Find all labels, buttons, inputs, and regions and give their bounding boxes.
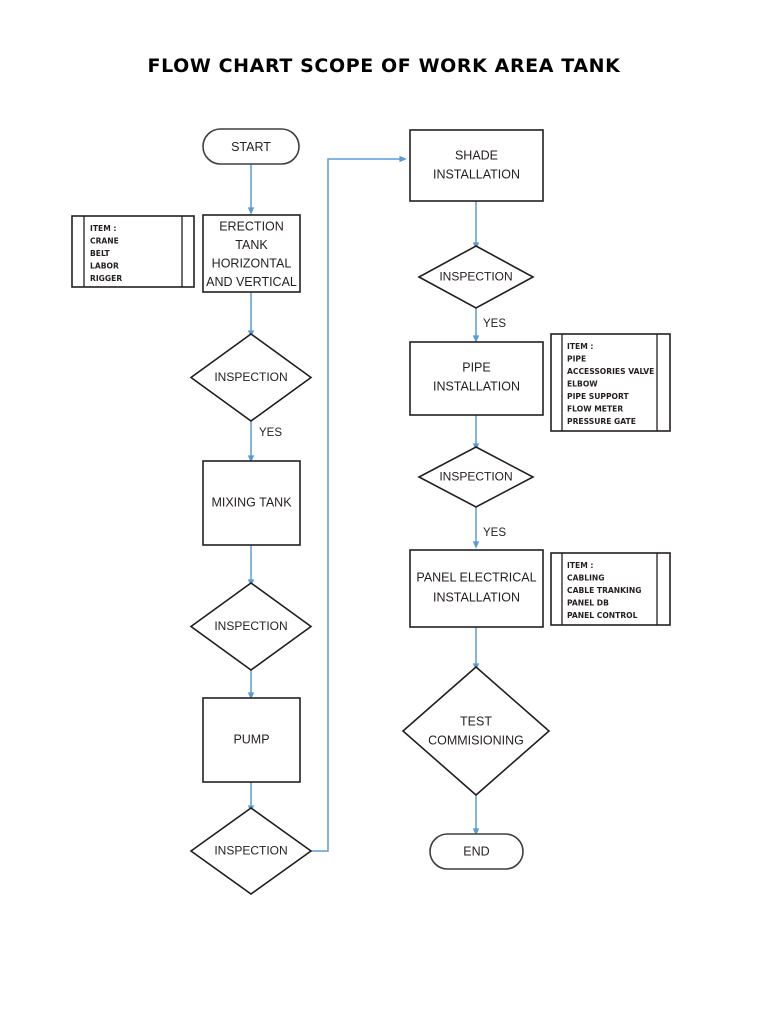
node-pipe-installation[interactable]: PIPE INSTALLATION (409, 341, 544, 416)
page-title: FLOW CHART SCOPE OF WORK AREA TANK (147, 55, 621, 77)
panel-item-line: PANEL CONTROL (567, 611, 638, 620)
pipe-label-line2: INSTALLATION (433, 379, 520, 393)
panel-item-line: PANEL DB (567, 599, 609, 608)
pump-shape (202, 697, 301, 783)
panel-item-line: ITEM : (567, 561, 593, 570)
test-label-line2: COMMISIONING (428, 733, 524, 747)
pipe-item-line: FLOW METER (567, 405, 623, 414)
test-shape (401, 665, 551, 797)
pipe-item-line: ACCESSORIES VALVE (567, 367, 654, 376)
erection-items-shape (71, 215, 195, 288)
item-box-pipe: ITEM : PIPE ACCESSORIES VALVE ELBOW PIPE… (550, 333, 671, 432)
edge-label-yes-3: YES (483, 527, 506, 539)
erection-item-line: LABOR (90, 262, 119, 271)
panel-shape (409, 549, 544, 628)
test-label-line1: TEST (460, 714, 492, 728)
item-box-erection: ITEM : CRANE BELT LABOR RIGGER (71, 215, 195, 288)
edge-label-yes-1: YES (259, 427, 282, 439)
node-test-commisioning[interactable]: TEST COMMISIONING (401, 665, 551, 797)
node-pump[interactable]: PUMP (202, 697, 301, 783)
mixing-shape (202, 460, 301, 546)
pipe-item-line: PRESSURE GATE (567, 417, 636, 426)
inspection5-shape (417, 446, 535, 508)
panel-label-line1: PANEL ELECTRICAL (416, 570, 536, 584)
inspection1-label: INSPECTION (214, 370, 287, 384)
erection-item-line: ITEM : (90, 224, 116, 233)
erection-item-line: CRANE (90, 237, 119, 246)
node-inspection-1[interactable]: INSPECTION (189, 333, 313, 422)
node-inspection-4[interactable]: INSPECTION (417, 245, 535, 309)
panel-item-line: CABLE TRANKING (567, 586, 641, 595)
erection-item-line: BELT (90, 249, 111, 258)
panel-items-shape (550, 552, 671, 626)
erection-shape (202, 214, 301, 293)
pump-label: PUMP (233, 732, 269, 746)
pipe-item-line: ITEM : (567, 342, 593, 351)
edge-label-yes-2: YES (483, 318, 506, 330)
pipe-item-line: PIPE SUPPORT (567, 392, 630, 401)
node-mixing-tank[interactable]: MIXING TANK (202, 460, 301, 546)
pipe-item-line: PIPE (567, 355, 586, 364)
pipe-shape (409, 341, 544, 416)
inspection3-shape (189, 807, 313, 895)
end-shape (429, 833, 524, 870)
start-label: START (231, 140, 271, 154)
node-erection-tank[interactable]: ERECTION TANK HORIZONTAL AND VERTICAL (202, 214, 301, 293)
mixing-label: MIXING TANK (211, 495, 292, 509)
inspection3-label: INSPECTION (214, 844, 287, 858)
inspection2-label: INSPECTION (214, 619, 287, 633)
pipe-label-line1: PIPE (462, 360, 491, 374)
erection-label-line4: AND VERTICAL (206, 275, 297, 289)
pipe-item-line: ELBOW (567, 380, 598, 389)
erection-label-line3: HORIZONTAL (212, 256, 292, 270)
erection-label-line1: ERECTION (219, 219, 284, 233)
pipe-items-shape (550, 333, 671, 432)
node-inspection-2[interactable]: INSPECTION (189, 582, 313, 671)
item-box-panel: ITEM : CABLING CABLE TRANKING PANEL DB P… (550, 552, 671, 626)
erection-item-line: RIGGER (90, 274, 122, 283)
node-shade-installation[interactable]: SHADE INSTALLATION (409, 129, 544, 202)
node-start[interactable]: START (202, 128, 300, 165)
inspection2-shape (189, 582, 313, 671)
connector-layer (247, 155, 480, 852)
inspection5-label: INSPECTION (439, 470, 512, 484)
node-inspection-3[interactable]: INSPECTION (189, 807, 313, 895)
shade-label-line2: INSTALLATION (433, 167, 520, 181)
node-panel-electrical[interactable]: PANEL ELECTRICAL INSTALLATION (409, 549, 544, 628)
inspection4-label: INSPECTION (439, 270, 512, 284)
inspection1-shape (189, 333, 313, 422)
connector-inspection3-to-shade (300, 155, 407, 852)
start-shape (202, 128, 300, 165)
shade-label-line1: SHADE (455, 148, 498, 162)
node-end[interactable]: END (429, 833, 524, 870)
shade-shape (409, 129, 544, 202)
panel-item-line: CABLING (567, 574, 605, 583)
end-label: END (463, 844, 489, 858)
erection-label-line2: TANK (235, 238, 268, 252)
panel-label-line2: INSTALLATION (433, 590, 520, 604)
node-inspection-5[interactable]: INSPECTION (417, 446, 535, 508)
inspection4-shape (417, 245, 535, 309)
